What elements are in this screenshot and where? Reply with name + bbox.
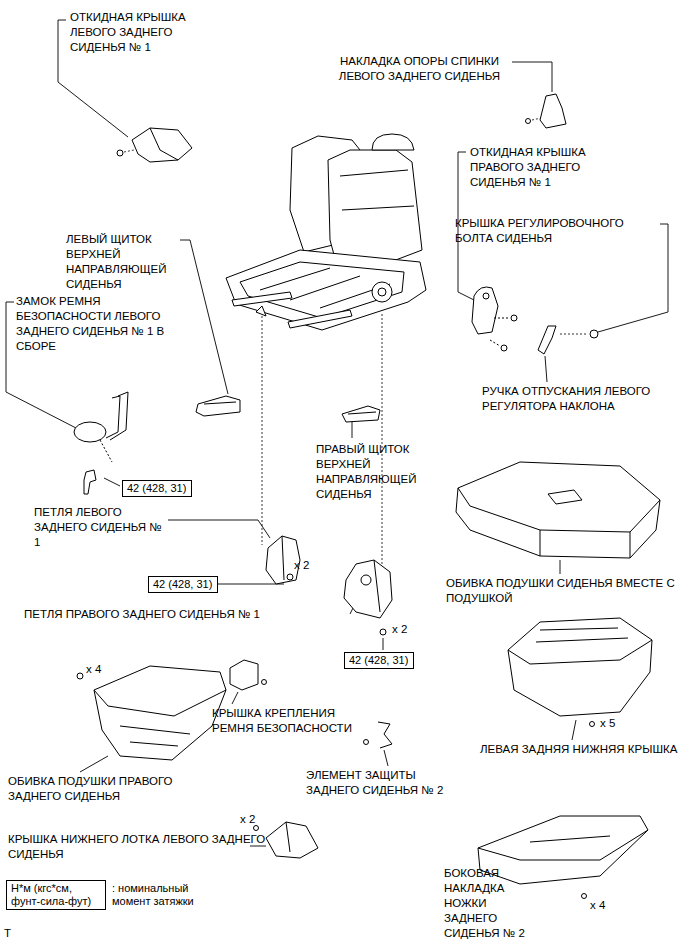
part-name: ЭЛЕМЕНТ ЗАЩИТЫ ЗАДНЕГО СИДЕНЬЯ № 2 bbox=[306, 768, 460, 798]
protective-element bbox=[364, 722, 393, 748]
rear-seat-assembly bbox=[226, 134, 426, 330]
figure-mark: T bbox=[4, 926, 18, 941]
quantity-mark: x 5 bbox=[600, 716, 630, 731]
part-name: НАКЛАДКА ОПОРЫ СПИНКИ ЛЕВОГО ЗАДНЕГО СИД… bbox=[322, 54, 517, 84]
quantity-mark: x 2 bbox=[392, 622, 422, 637]
bolt-cover bbox=[590, 330, 598, 338]
part-name: ОТКИДНАЯ КРЫШКА ЛЕВОГО ЗАДНЕГО СИДЕНЬЯ №… bbox=[70, 10, 210, 55]
part-name: ЗАМОК РЕМНЯ БЕЗОПАСНОСТИ ЛЕВОГО ЗАДНЕГО … bbox=[16, 294, 188, 354]
part-name: ЛЕВЫЙ ЩИТОК ВЕРХНЕЙ НАПРАВЛЯЮЩЕЙ СИДЕНЬЯ bbox=[66, 232, 182, 292]
quantity-mark: x 2 bbox=[240, 812, 270, 827]
unit-legend-box: Н*м (кгс*см, фунт-сила-фут) bbox=[6, 880, 106, 910]
node-text: Н*м (кгс*см, фунт-сила-фут) bbox=[11, 882, 101, 908]
torque-box: 42 (428, 31) bbox=[122, 480, 192, 497]
left-guide-shield bbox=[196, 396, 240, 416]
legend-text: : номинальный момент затяжки bbox=[112, 882, 194, 907]
part-name: КРЫШКА НИЖНЕГО ЛОТКА ЛЕВОГО ЗАДНЕГО СИДЕ… bbox=[8, 832, 270, 862]
belt-anchor-cover bbox=[230, 660, 267, 690]
left-lower-cover bbox=[508, 618, 652, 727]
part-name: ОТКИДНАЯ КРЫШКА ПРАВОГО ЗАДНЕГО СИДЕНЬЯ … bbox=[470, 145, 610, 190]
part-name: КРЫШКА КРЕПЛЕНИЯ РЕМНЯ БЕЗОПАСНОСТИ bbox=[212, 706, 352, 736]
part-name: РУЧКА ОТПУСКАНИЯ ЛЕВОГО РЕГУЛЯТОРА НАКЛО… bbox=[482, 384, 652, 414]
part-name: ПЕТЛЯ ЛЕВОГО ЗАДНЕГО СИДЕНЬЯ № 1 bbox=[34, 505, 170, 550]
seat-belt-buckle bbox=[74, 392, 128, 494]
node-text: 42 (428, 31) bbox=[153, 578, 213, 591]
part-name: ОБИВКА ПОДУШКИ ПРАВОГО ЗАДНЕГО СИДЕНЬЯ bbox=[8, 774, 228, 804]
part-name: ПЕТЛЯ ПРАВОГО ЗАДНЕГО СИДЕНЬЯ № 1 bbox=[24, 607, 350, 622]
part-name: ОБИВКА ПОДУШКИ СИДЕНЬЯ ВМЕСТЕ С ПОДУШКОЙ bbox=[446, 576, 676, 606]
part-name: КРЫШКА РЕГУЛИРОВОЧНОГО БОЛТА СИДЕНЬЯ bbox=[455, 216, 660, 246]
quantity-mark: x 2 bbox=[294, 558, 324, 573]
cushion-trim bbox=[77, 666, 226, 760]
part-name: ПРАВЫЙ ЩИТОК ВЕРХНЕЙ НАПРАВЛЯЮЩЕЙ СИДЕНЬ… bbox=[316, 442, 438, 502]
legend-row: : номинальный момент затяжки bbox=[112, 882, 222, 908]
right-guide-shield bbox=[342, 406, 380, 422]
right-hinge bbox=[344, 560, 392, 635]
node-text: 42 (428, 31) bbox=[127, 482, 187, 495]
release-handle bbox=[538, 326, 556, 354]
torque-box: 42 (428, 31) bbox=[148, 576, 218, 593]
node-text: 42 (428, 31) bbox=[349, 654, 409, 667]
torque-box: 42 (428, 31) bbox=[344, 652, 414, 669]
part-name: ЛЕВАЯ ЗАДНЯЯ НИЖНЯЯ КРЫШКА bbox=[480, 742, 685, 757]
left-flip-cover bbox=[117, 128, 192, 162]
quantity-mark: x 4 bbox=[590, 898, 620, 913]
part-name: БОКОВАЯ НАКЛАДКА НОЖКИ ЗАДНЕГО СИДЕНЬЯ №… bbox=[444, 866, 540, 941]
right-flip-cover bbox=[472, 287, 517, 351]
quantity-mark: x 4 bbox=[86, 662, 116, 677]
seat-cushion bbox=[456, 462, 660, 558]
back-support-cover bbox=[526, 94, 567, 128]
